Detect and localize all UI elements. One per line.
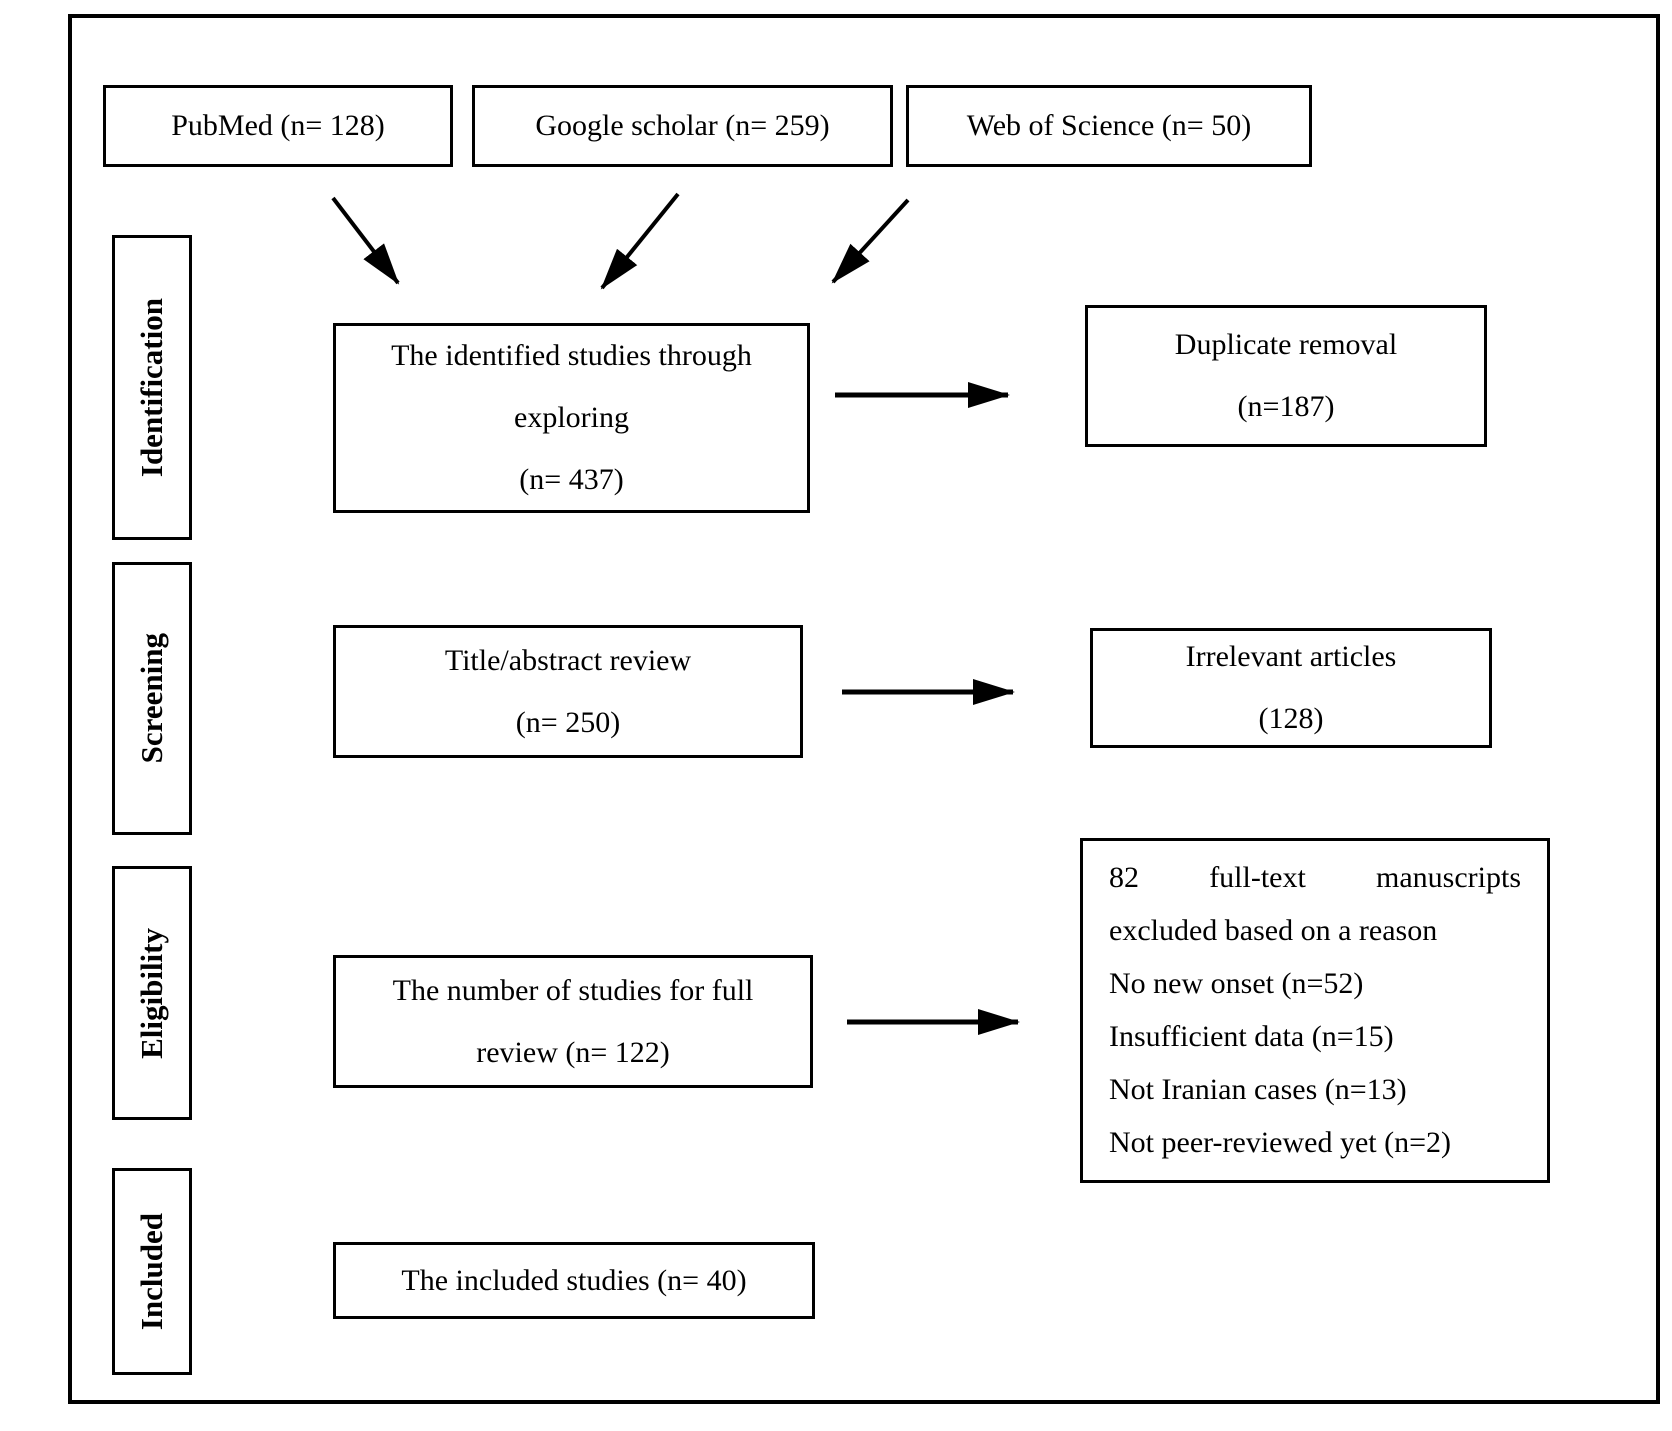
title-abstract-review-box: Title/abstract review (n= 250) [333,625,803,758]
title-abstract-review-line: (n= 250) [515,705,621,739]
duplicate-removal-line: (n=187) [1237,390,1335,423]
source-box-google-scholar: Google scholar (n= 259) [472,85,893,167]
exclusion-reason: Insufficient data (n=15) [1109,1020,1394,1053]
fulltext-excluded-box: 82 full-text manuscripts excluded based … [1080,838,1550,1183]
stage-label-identification-text: Identification [134,297,169,478]
fulltext-excluded-line: excluded based on a reason [1109,914,1438,947]
identified-studies-line: The identified studies through [391,339,752,372]
exclusion-reason: Not peer-reviewed yet (n=2) [1109,1126,1451,1159]
full-review-line: review (n= 122) [476,1035,670,1069]
fulltext-excluded-count: 82 [1109,861,1139,894]
full-review-box: The number of studies for full review (n… [333,955,813,1088]
stage-label-screening: Screening [112,562,192,835]
full-review-line: The number of studies for full [392,973,754,1007]
identified-studies-box: The identified studies through exploring… [333,323,810,513]
identified-studies-line: (n= 437) [519,463,624,496]
included-studies-box: The included studies (n= 40) [333,1242,815,1319]
stage-label-included-text: Included [134,1212,169,1331]
source-box-web-of-science: Web of Science (n= 50) [906,85,1312,167]
identified-studies-line: exploring [514,401,629,434]
fulltext-excluded-word: full-text [1209,861,1306,894]
stage-label-eligibility-text: Eligibility [134,927,169,1059]
source-box-web-of-science-label: Web of Science (n= 50) [966,109,1252,142]
exclusion-reason: No new onset (n=52) [1109,967,1364,1000]
duplicate-removal-box: Duplicate removal (n=187) [1085,305,1487,447]
irrelevant-articles-box: Irrelevant articles (128) [1090,628,1492,748]
irrelevant-articles-line: (128) [1258,702,1324,735]
included-studies-label: The included studies (n= 40) [401,1263,747,1297]
fulltext-excluded-word: manuscripts [1376,861,1521,894]
source-box-pubmed-label: PubMed (n= 128) [171,109,385,142]
stage-label-eligibility: Eligibility [112,866,192,1120]
irrelevant-articles-line: Irrelevant articles [1185,640,1397,673]
title-abstract-review-line: Title/abstract review [444,643,692,677]
fulltext-excluded-justified-line: 82 full-text manuscripts [1109,851,1521,904]
stage-label-included: Included [112,1168,192,1375]
exclusion-reason: Not Iranian cases (n=13) [1109,1073,1407,1106]
source-box-google-scholar-label: Google scholar (n= 259) [535,109,830,142]
source-box-pubmed: PubMed (n= 128) [103,85,453,167]
stage-label-identification: Identification [112,235,192,540]
stage-label-screening-text: Screening [134,633,169,764]
duplicate-removal-line: Duplicate removal [1174,328,1398,361]
